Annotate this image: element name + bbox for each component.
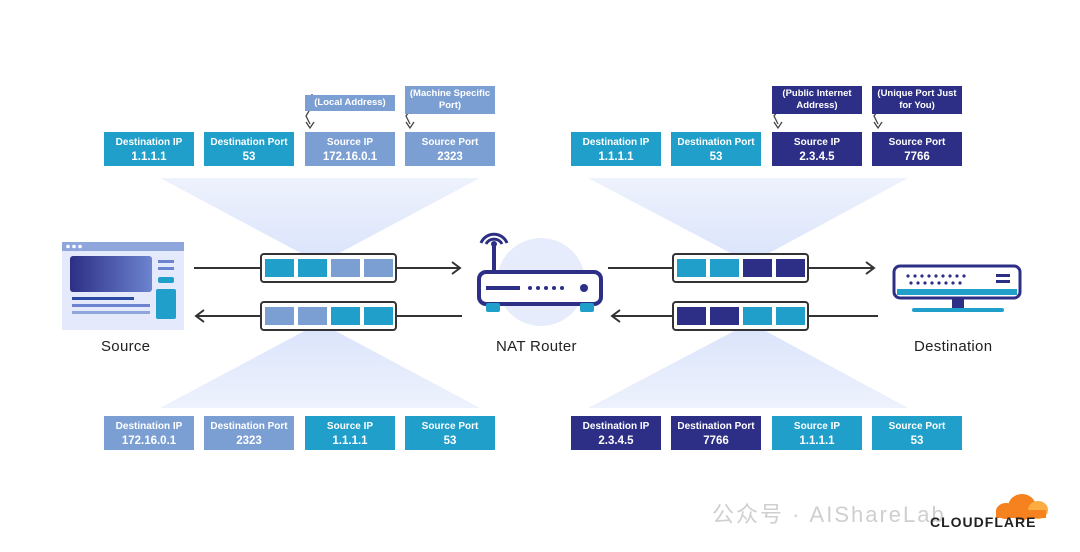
note-local-address: (Local Address) [305,95,395,111]
left-return-packet [260,301,397,331]
destination-label: Destination [914,338,993,355]
cloud-icon [996,494,1048,520]
right-forward-packet [672,253,809,283]
note-machine-port: (Machine Specific Port) [405,86,495,114]
brand-wordmark: CLOUDFLARE [930,514,1037,530]
left-forward-packet [260,253,397,283]
router-label: NAT Router [496,338,577,355]
watermark-text: 公众号 · AIShareLab [712,502,946,527]
browser-window-icon [62,242,184,330]
wifi-router-icon [477,232,603,312]
note-unique-port: (Unique Port Just for You) [872,86,962,114]
right-return-packet [672,301,809,331]
left-bottom-fan [160,328,480,408]
right-bottom-fan [588,328,908,408]
right-top-fan [588,178,908,258]
left-top-fan [160,178,480,258]
source-label: Source [101,338,151,355]
note-public-address: (Public Internet Address) [772,86,862,114]
server-icon [892,264,1022,312]
